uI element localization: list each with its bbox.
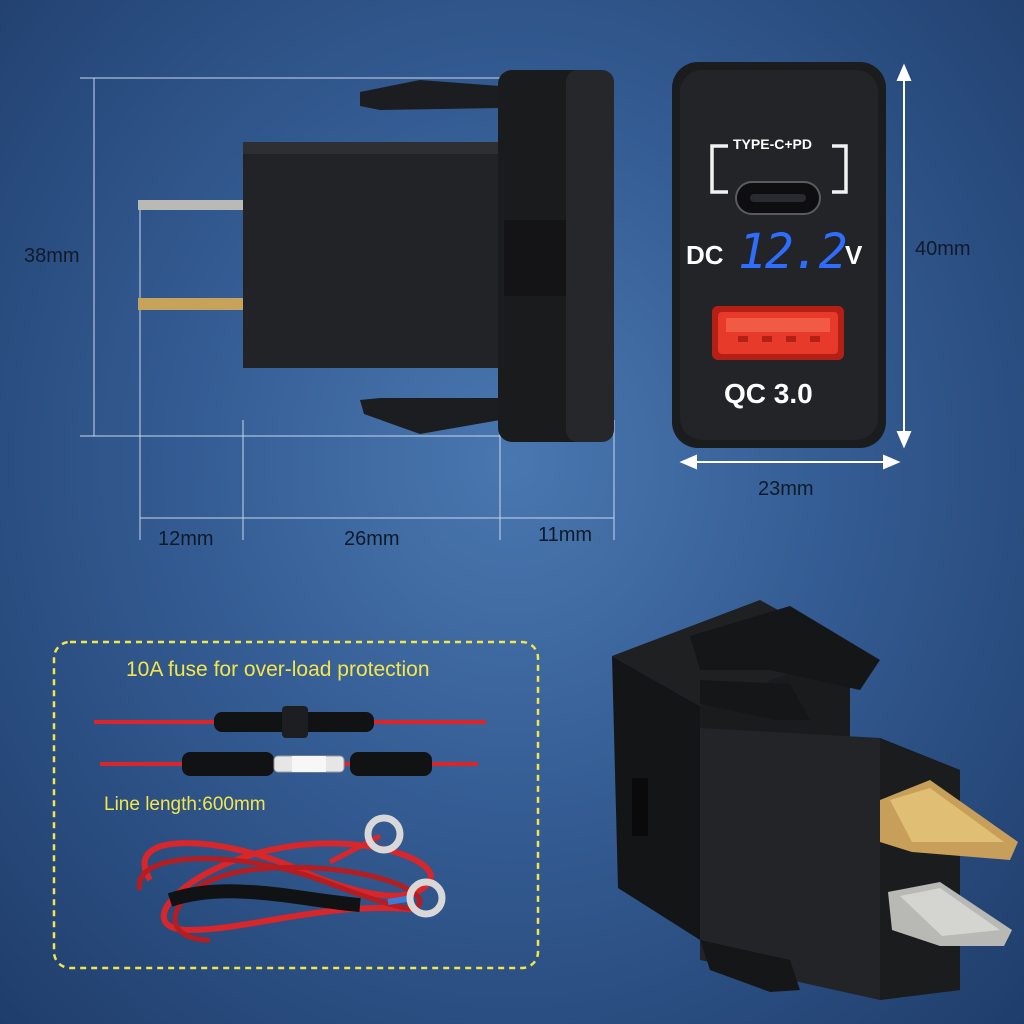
line-length-caption: Line length:600mm: [104, 794, 266, 815]
voltage-prefix: DC: [686, 240, 724, 270]
fuse-holder-closed: [94, 706, 486, 738]
side-dimension-lines: [80, 77, 615, 540]
pin-length-label: 12mm: [158, 528, 214, 550]
voltage-unit: V: [845, 240, 863, 270]
body-length-label: 26mm: [344, 528, 400, 550]
front-dimension-arrows: [679, 63, 912, 470]
wiring-box-border: [52, 640, 540, 970]
voltage-reading: 12.2: [738, 224, 848, 280]
fuse-holder-open: [100, 752, 478, 776]
side-view-socket: [138, 70, 614, 442]
fuse-caption: 10A fuse for over-load protection: [126, 658, 430, 681]
usb-a-label: QC 3.0: [724, 378, 813, 409]
front-face-panel: [672, 62, 886, 448]
bezel-depth-label: 11mm: [538, 524, 593, 546]
height-side-label: 38mm: [24, 245, 80, 267]
angled-socket-view: [612, 600, 1018, 1000]
usb-c-label: TYPE-C+PD: [733, 136, 812, 152]
height-front-label: 40mm: [915, 238, 971, 260]
coiled-wire-harness: [137, 814, 446, 943]
width-front-label: 23mm: [758, 478, 814, 500]
